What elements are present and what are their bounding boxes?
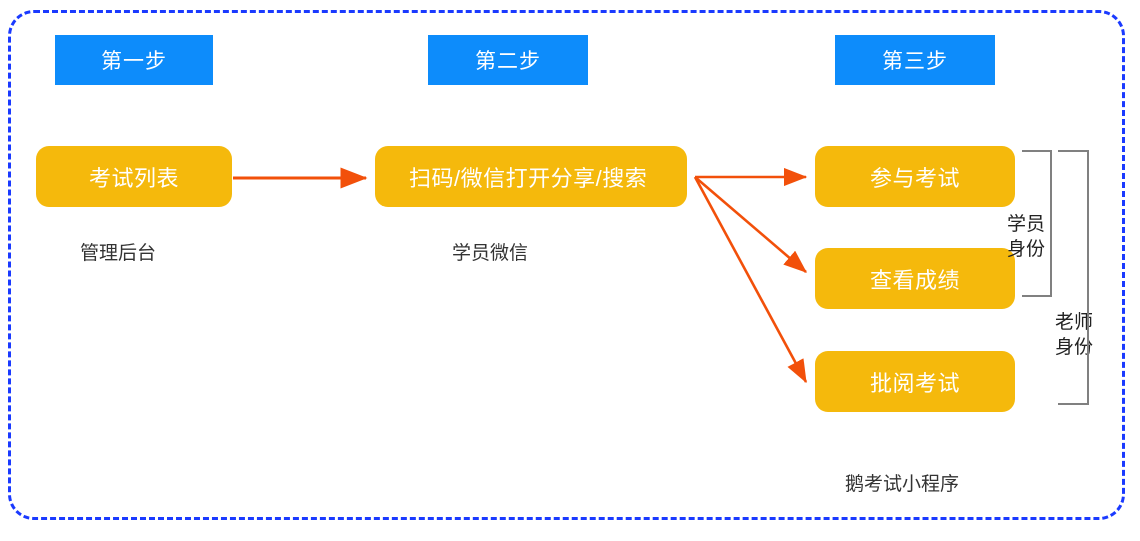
flow-box-scan-wechat-open-label: 扫码/微信打开分享/搜索	[409, 165, 648, 191]
step-header-2-label: 第二步	[475, 50, 541, 73]
step-header-2: 第二步	[428, 35, 588, 85]
bracket-label-student-identity-line2: 身份	[1007, 239, 1046, 260]
flow-box-view-score[interactable]: 查看成绩	[815, 248, 1015, 309]
step-header-1-label: 第一步	[101, 50, 167, 73]
flow-box-exam-list-label: 考试列表	[88, 165, 179, 191]
step-header-1: 第一步	[55, 35, 213, 85]
flow-box-exam-list[interactable]: 考试列表	[36, 146, 232, 207]
caption-admin-backend: 管理后台	[80, 243, 157, 264]
step-header-3-label: 第三步	[882, 50, 948, 73]
bracket-label-teacher-identity-line1: 老师	[1055, 312, 1094, 333]
caption-exam-miniprogram: 鹅考试小程序	[845, 474, 960, 495]
bracket-label-student-identity: 学员 身份	[1007, 212, 1045, 262]
flow-box-view-score-label: 查看成绩	[869, 267, 960, 293]
bracket-label-student-identity-line1: 学员	[1007, 214, 1046, 235]
bracket-label-teacher-identity: 老师 身份	[1055, 310, 1093, 360]
flow-box-take-exam-label: 参与考试	[869, 165, 960, 191]
step-header-3: 第三步	[835, 35, 995, 85]
flow-box-grade-exam[interactable]: 批阅考试	[815, 351, 1015, 412]
flow-box-take-exam[interactable]: 参与考试	[815, 146, 1015, 207]
bracket-label-teacher-identity-line2: 身份	[1055, 337, 1094, 358]
dashed-frame-border	[8, 10, 1125, 520]
flow-box-grade-exam-label: 批阅考试	[869, 370, 960, 396]
caption-student-wechat: 学员微信	[452, 243, 529, 264]
flow-box-scan-wechat-open[interactable]: 扫码/微信打开分享/搜索	[375, 146, 687, 207]
